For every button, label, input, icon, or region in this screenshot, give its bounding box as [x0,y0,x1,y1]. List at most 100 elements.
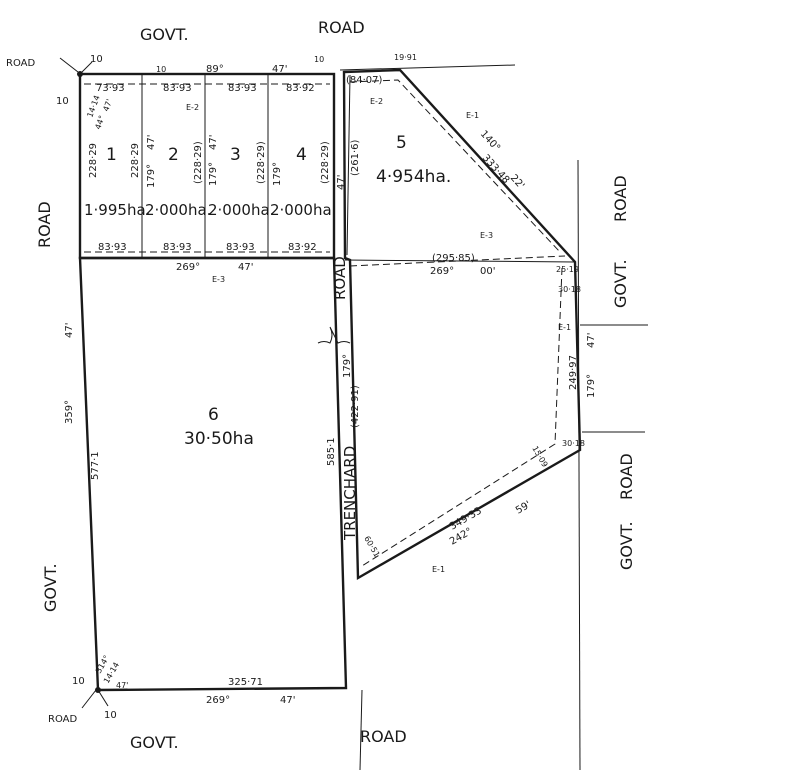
dim-label: 83·92 [288,242,317,253]
dim-label: 179° [208,162,219,186]
dim-label: 228·29 [88,143,99,178]
lot-1-area: 1·995ha. [84,201,150,219]
dim-label: 585·1 [326,437,337,466]
lot-5-area: 4·954ha. [376,167,451,187]
corner-tick [97,689,109,707]
corner-dot [77,71,83,77]
road-label-road-bottom: ROAD [360,727,407,746]
dim-label: 89° [206,64,224,75]
dim-label: 10 [72,676,85,687]
dim-label: 83·93 [98,242,127,253]
lot-6-outline [78,256,348,692]
govt-road-right-edge [577,159,581,771]
dim-label: 15·09 [530,445,549,469]
lot-3-number: 3 [230,145,241,165]
dim-label: (295·85) [432,253,475,264]
easement-label: E-1 [466,111,479,120]
easement-label: E-2 [186,103,199,112]
dim-label: 10 [104,710,117,721]
easement-e1-lower [361,267,563,567]
lot-5 [342,68,582,581]
easement-label: E-1 [558,323,571,332]
corner-dot [95,687,101,693]
easement-label: E-2 [370,97,383,106]
corner-marks [59,57,109,709]
dim-label: (422·91) [350,385,361,428]
dim-label: 47' [280,695,295,706]
dim-label: 47' [336,175,347,190]
dim-label: 140° [478,129,502,154]
dim-label: 47' [586,333,597,348]
trenchard-road-line-up [346,74,351,256]
dim-label: 30·18 [562,439,585,448]
dim-label: 359° [64,400,75,424]
dim-label: 83·92 [286,83,315,94]
easement-label: E-3 [480,231,493,240]
dim-label: 47' [208,135,219,150]
dim-label: 73·93 [96,83,125,94]
dim-label: 83·93 [226,242,255,253]
dim-label: 10 [56,96,69,107]
lot-6-number: 6 [208,405,219,425]
dim-label: 333·48 [480,153,512,186]
dim-label: 44° [93,114,106,130]
lot-4-area: 2·000ha. [270,201,336,219]
dim-label: 83·93 [163,83,192,94]
corner-road-label: ROAD [6,58,35,69]
dim-label: 10 [90,54,103,65]
dim-label: 47' [101,98,114,113]
dim-label: (228·29) [256,141,267,184]
dim-label: 47' [238,262,253,273]
dim-label: 19·91 [394,53,417,62]
lots-1-4 [78,72,336,260]
dim-label: 47' [272,64,287,75]
brace-mark [317,326,351,344]
dim-label: (228·29) [320,141,331,184]
road-label-trenchard-road: ROAD [331,256,349,300]
dim-label: (84·07) [346,75,383,86]
dim-label: 179° [342,354,353,378]
road-label-govt-top: GOVT. [140,25,189,44]
easement-label: E-3 [212,275,225,284]
govt-label-right-upper: GOVT. [611,259,630,308]
dim-label: 249·97 [568,355,579,390]
dim-label: 47' [64,323,75,338]
road-label-right-lower: ROAD [617,453,636,500]
road-label-trenchard: TRENCHARD [341,446,359,541]
dim-label: 179° [272,162,283,186]
corner-tick [59,57,79,73]
dim-label: 179° [146,164,157,188]
easement-e3-lot5 [349,255,566,267]
govt-label-right-lower: GOVT. [617,521,636,570]
lot-2-number: 2 [168,145,179,165]
easement-e1-upper [349,79,561,253]
road-label-left: ROAD [35,201,54,248]
trenchard-road-line-low [359,689,363,771]
corner-road-label: ROAD [48,714,77,725]
dim-label: 47' [146,135,157,150]
dim-label: 83·93 [163,242,192,253]
dim-label: 10 [314,55,324,64]
dim-label: (228·29) [193,141,204,184]
lot-6-area: 30·50ha [184,429,254,449]
dim-label: 60·51 [362,535,381,559]
road-label-govt-left: GOVT. [41,563,60,612]
dim-label: (261·6) [350,139,361,176]
lot-5-outline [342,68,582,581]
road-label-right-upper: ROAD [611,175,630,222]
lots-1-4-outline [78,72,336,260]
dim-label: 59' [514,499,533,516]
govt-road-top-line [339,64,516,71]
road-label-govt-bottom: GOVT. [130,733,179,752]
dim-label: 25·19 [556,265,579,274]
road-reserve-lines [339,64,648,771]
dim-label: 228·29 [130,143,141,178]
dim-label: 22' [508,173,527,192]
dim-label: 577·1 [90,451,101,480]
dim-label: 00' [480,266,495,277]
dim-label: 269° [206,695,230,706]
dim-label: 83·93 [228,83,257,94]
dim-label: 179° [586,374,597,398]
dim-label: 269° [430,266,454,277]
dim-label: 10 [156,65,166,74]
